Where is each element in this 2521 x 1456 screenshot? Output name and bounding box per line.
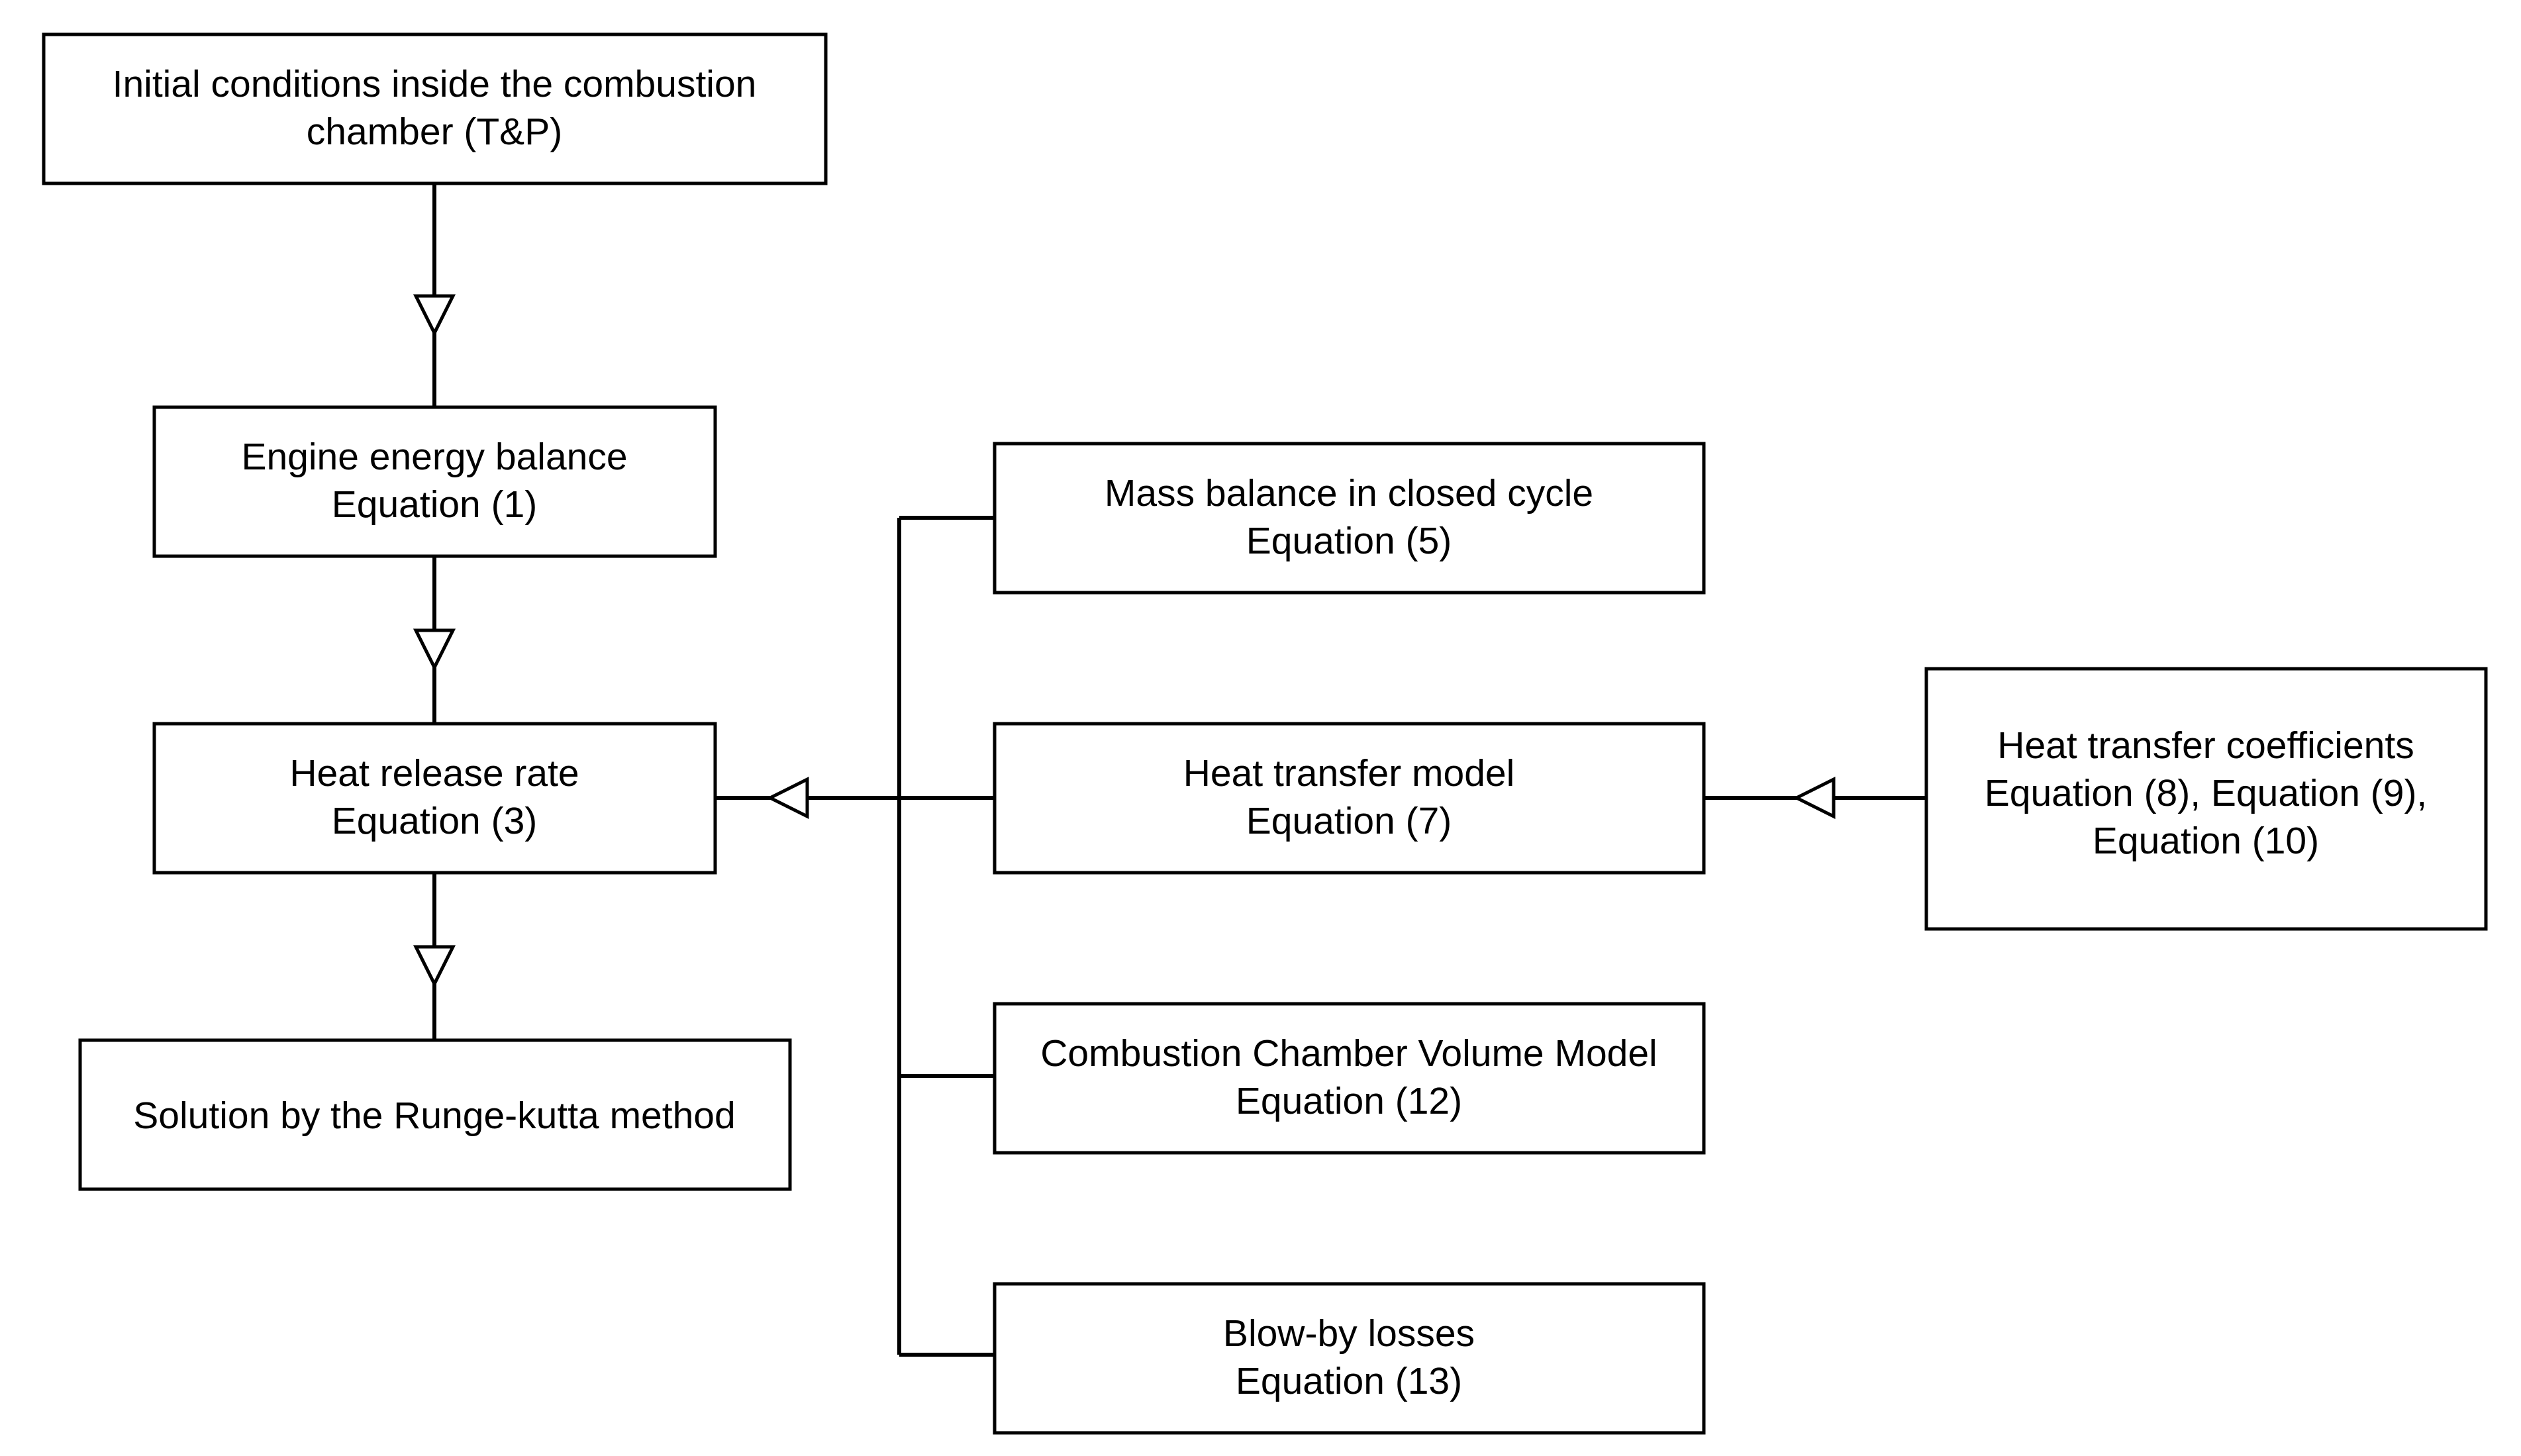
node-volume-model-line-2: Equation (12) — [1236, 1080, 1462, 1122]
node-energy-balance-line-1: Engine energy balance — [241, 436, 627, 478]
arrow-head-runge-kutta — [413, 945, 456, 988]
node-runge-kutta: Solution by the Runge-kutta method — [78, 1038, 792, 1191]
node-blow-by-line-2: Equation (13) — [1236, 1360, 1462, 1402]
node-heat-transfer-model: Heat transfer model Equation (7) — [993, 722, 1706, 875]
node-mass-balance-line-1: Mass balance in closed cycle — [1105, 472, 1593, 514]
arrow-head-heat-transfer-model — [1793, 776, 1836, 820]
arrow-head-heat-release-top — [413, 628, 456, 671]
node-energy-balance: Engine energy balance Equation (1) — [152, 405, 717, 558]
node-mass-balance-line-2: Equation (5) — [1246, 520, 1452, 562]
node-heat-transfer-coefficients: Heat transfer coefficients Equation (8),… — [1924, 667, 2488, 931]
node-heat-release-line-2: Equation (3) — [332, 800, 538, 842]
arrow-head-energy-balance — [413, 294, 456, 337]
node-mass-balance: Mass balance in closed cycle Equation (5… — [993, 442, 1706, 595]
node-blow-by: Blow-by losses Equation (13) — [993, 1282, 1706, 1435]
arrow-head-heat-release-right — [766, 776, 809, 820]
node-energy-balance-line-2: Equation (1) — [332, 483, 538, 526]
node-heat-transfer-coefficients-line-3: Equation (10) — [2093, 820, 2319, 862]
node-volume-model: Combustion Chamber Volume Model Equation… — [993, 1002, 1706, 1155]
node-initial-conditions: Initial conditions inside the combustion… — [42, 32, 828, 185]
node-heat-transfer-model-line-2: Equation (7) — [1246, 800, 1452, 842]
node-blow-by-line-1: Blow-by losses — [1223, 1312, 1475, 1355]
node-initial-conditions-line-1: Initial conditions inside the combustion — [113, 63, 757, 105]
edges — [413, 183, 1926, 1357]
node-runge-kutta-line-1: Solution by the Runge-kutta method — [133, 1094, 735, 1137]
node-heat-transfer-coefficients-line-2: Equation (8), Equation (9), — [1985, 772, 2428, 814]
node-heat-transfer-model-line-1: Heat transfer model — [1183, 752, 1515, 795]
node-volume-model-line-1: Combustion Chamber Volume Model — [1040, 1032, 1657, 1075]
node-heat-release: Heat release rate Equation (3) — [152, 722, 717, 875]
node-heat-release-line-1: Heat release rate — [289, 752, 579, 795]
node-heat-transfer-coefficients-line-1: Heat transfer coefficients — [1997, 724, 2414, 767]
node-initial-conditions-line-2: chamber (T&P) — [307, 111, 562, 153]
